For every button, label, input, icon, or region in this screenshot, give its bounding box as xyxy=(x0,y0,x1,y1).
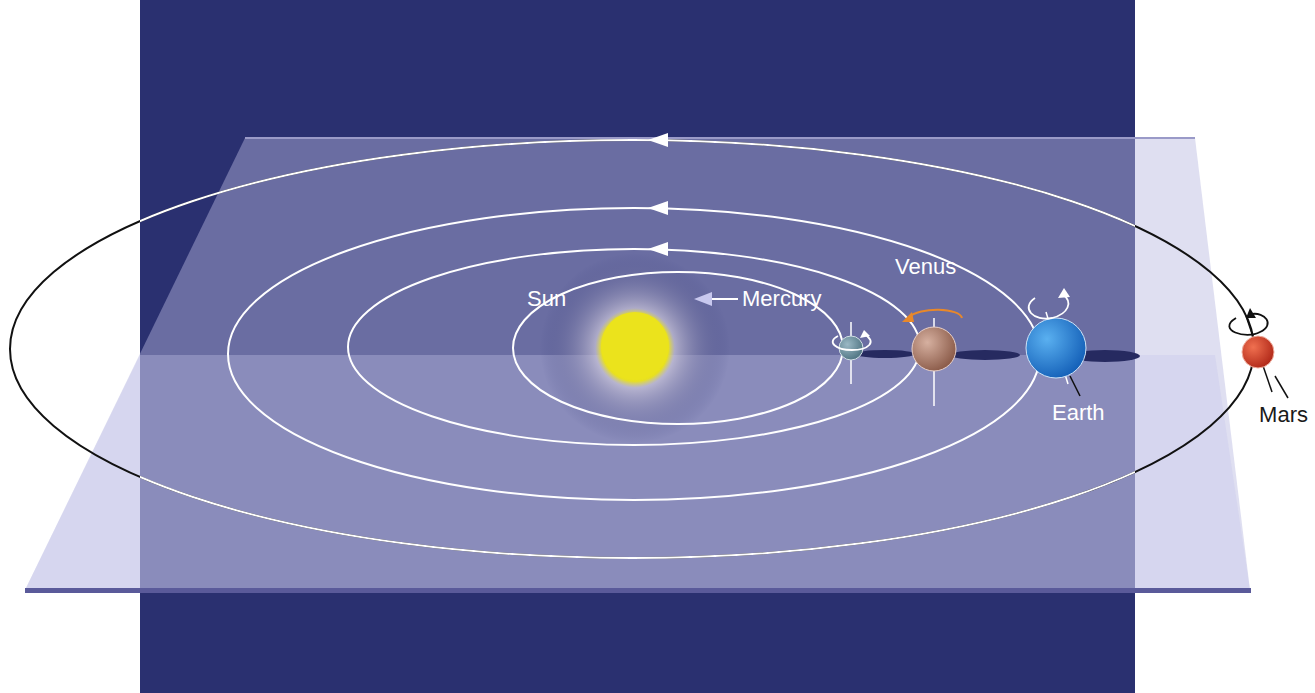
planet-label: Venus xyxy=(895,256,956,278)
planet-label: Earth xyxy=(1052,402,1105,424)
planet-label: Mercury xyxy=(742,288,821,310)
sun-label: Sun xyxy=(527,288,566,310)
planet-label: Mars xyxy=(1259,404,1308,426)
